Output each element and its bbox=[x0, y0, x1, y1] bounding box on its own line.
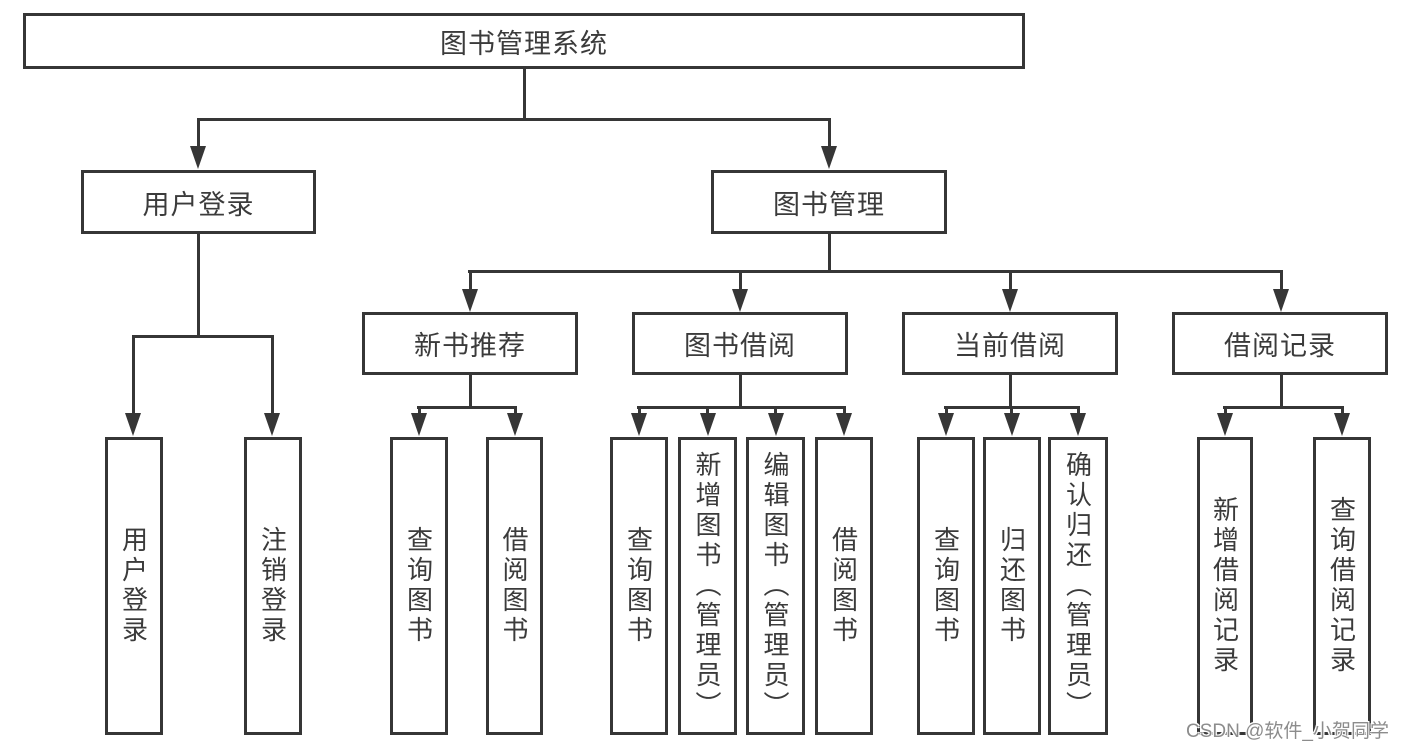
node-label: 注销登录 bbox=[257, 526, 288, 646]
node-label: 编辑图书（管理员） bbox=[760, 451, 790, 721]
node-user-login: 用户登录 bbox=[81, 170, 316, 234]
arrow-down-icon bbox=[264, 413, 280, 436]
arrow-down-icon bbox=[1004, 413, 1020, 436]
node-label: 查询图书 bbox=[930, 526, 961, 646]
connector-line bbox=[468, 270, 1283, 273]
connector-line bbox=[132, 335, 274, 338]
connector-line bbox=[271, 338, 274, 415]
node-new-book-recommendation: 新书推荐 bbox=[362, 312, 578, 375]
connector-line bbox=[944, 406, 1080, 409]
arrow-down-icon bbox=[1002, 289, 1018, 312]
connector-line bbox=[1280, 375, 1283, 409]
arrow-down-icon bbox=[1217, 413, 1233, 436]
node-book-management: 图书管理 bbox=[711, 170, 947, 234]
arrow-down-icon bbox=[768, 413, 784, 436]
connector-line bbox=[739, 375, 742, 409]
node-label: 新增借阅记录 bbox=[1209, 496, 1240, 676]
arrow-down-icon bbox=[631, 413, 647, 436]
connector-line bbox=[1280, 273, 1283, 293]
connector-line bbox=[197, 118, 200, 151]
node-label: 查询图书 bbox=[623, 526, 654, 646]
connector-line bbox=[637, 406, 846, 409]
arrow-down-icon bbox=[700, 413, 716, 436]
connector-line bbox=[523, 69, 526, 119]
connector-line bbox=[469, 273, 472, 293]
node-label: 查询图书 bbox=[403, 526, 434, 646]
connector-line bbox=[1223, 406, 1344, 409]
leaf-query-books-recommend: 查询图书 bbox=[390, 437, 448, 735]
arrow-down-icon bbox=[190, 146, 206, 169]
connector-line bbox=[469, 375, 472, 409]
leaf-borrow-books-recommend: 借阅图书 bbox=[486, 437, 543, 735]
connector-line bbox=[417, 406, 517, 409]
leaf-return-books: 归还图书 bbox=[983, 437, 1041, 735]
leaf-query-borrow-record: 查询借阅记录 bbox=[1313, 437, 1371, 735]
node-label: 新增图书（管理员） bbox=[692, 451, 722, 721]
node-label: 图书管理 bbox=[773, 189, 885, 220]
arrow-down-icon bbox=[507, 413, 523, 436]
arrow-down-icon bbox=[1273, 289, 1289, 312]
leaf-user-login: 用户登录 bbox=[105, 437, 163, 735]
node-label: 新书推荐 bbox=[414, 331, 526, 361]
node-borrowing-records: 借阅记录 bbox=[1172, 312, 1388, 375]
connector-line bbox=[132, 338, 135, 415]
node-label: 用户登录 bbox=[118, 526, 149, 646]
node-label: 查询借阅记录 bbox=[1326, 496, 1357, 676]
connector-line bbox=[828, 234, 831, 273]
node-label: 确认归还（管理员） bbox=[1062, 451, 1093, 721]
node-library-system: 图书管理系统 bbox=[23, 13, 1025, 69]
arrow-down-icon bbox=[462, 289, 478, 312]
node-current-borrowing: 当前借阅 bbox=[902, 312, 1118, 375]
leaf-add-borrow-record: 新增借阅记录 bbox=[1197, 437, 1253, 735]
arrow-down-icon bbox=[1334, 413, 1350, 436]
arrow-down-icon bbox=[125, 413, 141, 436]
leaf-query-books-borrowing: 查询图书 bbox=[610, 437, 668, 735]
connector-line bbox=[197, 234, 200, 338]
arrow-down-icon bbox=[938, 413, 954, 436]
connector-line bbox=[739, 273, 742, 293]
csdn-watermark: CSDN @软件_小贺同学 bbox=[1186, 721, 1389, 742]
node-label: 借阅记录 bbox=[1224, 331, 1336, 361]
node-label: 用户登录 bbox=[142, 189, 255, 220]
arrow-down-icon bbox=[732, 289, 748, 312]
connector-line bbox=[1009, 375, 1012, 409]
arrow-down-icon bbox=[1070, 413, 1086, 436]
connector-line bbox=[828, 118, 831, 151]
leaf-confirm-return-admin: 确认归还（管理员） bbox=[1048, 437, 1108, 735]
connector-line bbox=[197, 118, 831, 121]
leaf-edit-book-admin: 编辑图书（管理员） bbox=[746, 437, 805, 735]
node-book-borrowing: 图书借阅 bbox=[632, 312, 848, 375]
node-label: 借阅图书 bbox=[828, 526, 859, 646]
connector-line bbox=[1009, 273, 1012, 293]
node-label: 图书管理系统 bbox=[440, 28, 608, 59]
node-label: 归还图书 bbox=[996, 526, 1027, 646]
leaf-query-books-current: 查询图书 bbox=[917, 437, 975, 735]
arrow-down-icon bbox=[836, 413, 852, 436]
node-label: 图书借阅 bbox=[684, 331, 796, 361]
leaf-add-book-admin: 新增图书（管理员） bbox=[678, 437, 737, 735]
node-label: 当前借阅 bbox=[954, 331, 1066, 361]
arrow-down-icon bbox=[821, 146, 837, 169]
leaf-logout: 注销登录 bbox=[244, 437, 302, 735]
leaf-borrow-books: 借阅图书 bbox=[815, 437, 873, 735]
arrow-down-icon bbox=[411, 413, 427, 436]
node-label: 借阅图书 bbox=[499, 526, 529, 646]
